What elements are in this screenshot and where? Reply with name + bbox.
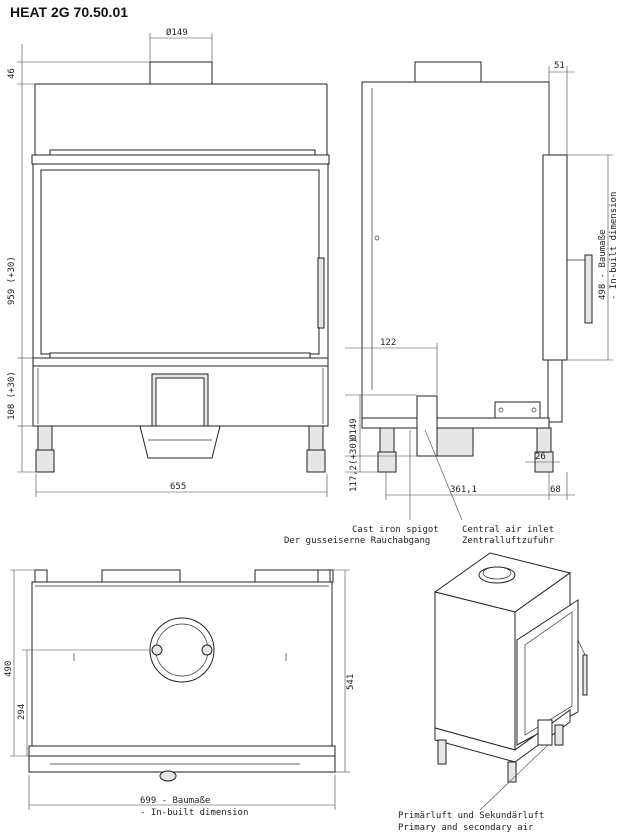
top-view (28, 569, 336, 782)
label-spigot-de: Der gusseiserne Rauchabgang (284, 536, 430, 546)
dim-side-bottom: 117,2(+30) (349, 438, 359, 492)
dim-main-height: 959 (+30) (7, 256, 17, 305)
front-dimensions: Ø149 46 959 (+30) 108 (+30) 655 (7, 27, 328, 497)
label-air2-en: Primary and secondary air (398, 823, 534, 833)
label-air2-de: Primärluft und Sekundärluft (398, 811, 544, 821)
label-spigot-en: Cast iron spigot (352, 525, 439, 535)
door-handle (317, 257, 325, 329)
label-air-en: Central air inlet (462, 525, 554, 535)
front-flue-collar (149, 61, 213, 85)
dim-top-height: 46 (7, 68, 17, 79)
dim-side-top: 51 (554, 61, 565, 71)
side-body (361, 81, 550, 423)
side-door (542, 154, 568, 361)
side-dimensions: 51 122 Ø149 117,2(+30) 498 - Baumaße - I… (345, 61, 619, 500)
dim-side-leg: 26 (535, 452, 546, 462)
label-air-de: Zentralluftzufuhr (462, 536, 555, 546)
side-handle (584, 254, 593, 324)
front-view (31, 61, 330, 473)
dim-side-right: 68 (550, 485, 561, 495)
dim-top-width-en: - In-built dimension (140, 808, 248, 818)
isometric-view (433, 552, 588, 811)
dim-side-build: 498 - Baumaße (598, 230, 608, 300)
dim-top-width: 699 - Baumaße (140, 796, 210, 806)
dim-side-spigot: 361,1 (450, 485, 477, 495)
iso-callout: Primärluft und Sekundärluft Primary and … (398, 811, 544, 833)
dim-top-depth-right: 541 (346, 674, 356, 690)
side-view (361, 61, 593, 473)
drawing-title: HEAT 2G 70.50.01 (10, 4, 129, 20)
dim-side-122: 122 (380, 338, 396, 348)
top-dimensions: 490 294 541 699 - Baumaße - In-built dim… (4, 569, 356, 818)
dim-base-height: 108 (+30) (7, 371, 17, 420)
front-door (32, 163, 329, 361)
dim-top-center: 294 (17, 704, 27, 720)
dim-side-build-en: - In-built dimension (609, 192, 619, 300)
callouts: Cast iron spigot Der gusseiserne Rauchab… (284, 429, 555, 546)
dim-side-flue: Ø149 (348, 418, 359, 440)
side-spigot (416, 395, 438, 457)
dim-top-depth: 490 (4, 661, 14, 677)
dim-flue-front: Ø149 (166, 27, 188, 38)
dim-front-width: 655 (170, 482, 186, 492)
